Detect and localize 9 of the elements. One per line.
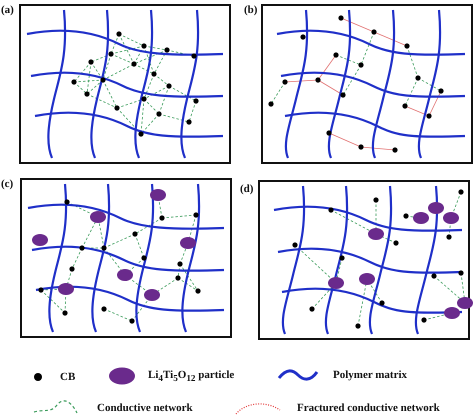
- panel-label: (d): [240, 183, 254, 195]
- panel-label: (a): [1, 4, 14, 16]
- legend-text: Conductive network: [97, 402, 193, 415]
- legend-text: Polymer matrix: [333, 369, 408, 382]
- legend-text: Li$_{4}$Ti$_{5}$O$_{12}$ particle: [148, 369, 234, 386]
- panel-label: (b): [244, 4, 258, 16]
- panel-label: (c): [1, 178, 14, 190]
- legend-text: CB: [60, 371, 76, 384]
- legend-text: Fractured conductive network: [297, 402, 440, 415]
